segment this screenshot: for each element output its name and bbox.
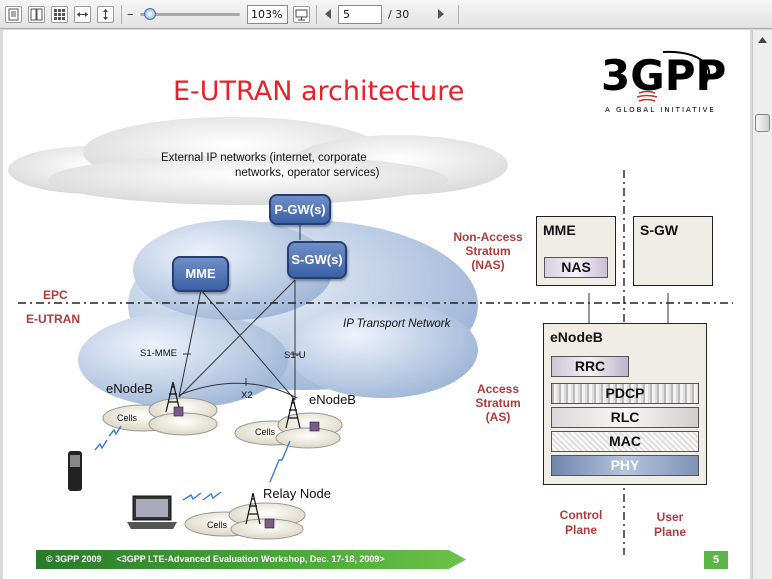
- toolbar-divider: [316, 5, 317, 24]
- sgw-stack-title: S-GW: [640, 222, 679, 238]
- antenna-tower-icon: [165, 381, 301, 525]
- svg-text:A GLOBAL INITIATIVE: A GLOBAL INITIATIVE: [605, 106, 716, 114]
- thumbnail-grid-icon[interactable]: [51, 6, 68, 23]
- page-number-field[interactable]: 5: [338, 5, 382, 24]
- sgw-stack-box: S-GW: [633, 216, 713, 286]
- svg-text:3GPP: 3GPP: [601, 51, 726, 100]
- copyright-text: © 3GPP 2009: [46, 554, 102, 564]
- slide-footer: © 3GPP 2009 <3GPP LTE-Advanced Evaluatio…: [36, 550, 466, 569]
- slide-page-number: 5: [704, 551, 728, 569]
- wireless-link-icon: [94, 425, 291, 501]
- enodeb-stack-title: eNodeB: [550, 329, 603, 345]
- two-page-view-icon[interactable]: [28, 6, 45, 23]
- vertical-scrollbar[interactable]: [752, 30, 772, 579]
- scroll-thumb[interactable]: [755, 114, 770, 132]
- phy-layer: PHY: [551, 455, 699, 476]
- mobile-phone-icon: [68, 451, 82, 491]
- rlc-layer: RLC: [551, 407, 699, 428]
- ip-transport-cloud: [78, 220, 478, 408]
- zoom-slider-handle[interactable]: [144, 8, 156, 20]
- zoom-out-icon[interactable]: –: [127, 7, 134, 22]
- scroll-up-icon[interactable]: [755, 32, 770, 46]
- s1-u-label: S1-U: [284, 350, 306, 361]
- ip-transport-label: IP Transport Network: [343, 318, 451, 330]
- external-network-text-line2: networks, operator services): [235, 167, 380, 179]
- interface-ticks: [183, 353, 300, 386]
- fit-width-icon[interactable]: [74, 6, 91, 23]
- network-links: [178, 225, 669, 401]
- single-page-view-icon[interactable]: [5, 6, 22, 23]
- document-page: 3GPP A GLOBAL INITIATIVE E-UTRAN archite…: [3, 30, 750, 579]
- sgw-node: S-GW(s): [287, 241, 347, 279]
- zoom-slider-track[interactable]: [140, 13, 240, 16]
- toolbar-divider: [121, 5, 122, 24]
- zoom-level-field[interactable]: 103%: [247, 5, 288, 24]
- mac-layer: MAC: [551, 431, 699, 452]
- pgw-node: P-GW(s): [269, 194, 331, 225]
- 3gpp-logo: 3GPP A GLOBAL INITIATIVE: [601, 50, 726, 114]
- fit-height-icon[interactable]: [97, 6, 114, 23]
- page-count: / 30: [388, 8, 410, 21]
- next-page-icon[interactable]: [438, 9, 444, 19]
- external-network-cloud: [8, 117, 508, 205]
- epc-label: EPC: [43, 288, 68, 302]
- viewer-toolbar: – 103% 5 / 30: [0, 0, 772, 29]
- laptop-icon: [127, 495, 177, 529]
- nas-layer: NAS: [544, 257, 608, 278]
- event-text: <3GPP LTE-Advanced Evaluation Workshop, …: [116, 554, 385, 564]
- base-station-unit-icon: [173, 406, 320, 529]
- s1-mme-label: S1-MME: [140, 348, 177, 359]
- enodeb-stack-box: eNodeB RRC PDCP RLC MAC PHY: [543, 323, 707, 485]
- cells-label: Cells: [117, 413, 138, 423]
- toolbar-divider: [458, 5, 459, 24]
- previous-page-icon[interactable]: [325, 9, 331, 19]
- cells-label: Cells: [207, 520, 228, 530]
- slide-title: E-UTRAN architecture: [173, 76, 465, 107]
- external-network-text-line1: External IP networks (internet, corporat…: [161, 152, 367, 164]
- slide-diagram: 3GPP A GLOBAL INITIATIVE: [8, 50, 733, 555]
- mme-stack-title: MME: [543, 222, 576, 238]
- mme-stack-box: MME NAS: [536, 216, 616, 286]
- x2-label: X2: [241, 390, 253, 401]
- enodeb-label-right: eNodeB: [309, 392, 356, 407]
- rrc-layer: RRC: [551, 356, 629, 377]
- mme-node: MME: [172, 256, 229, 292]
- pdcp-layer: PDCP: [551, 383, 699, 404]
- eutran-label: E-UTRAN: [26, 312, 80, 326]
- relay-node-label: Relay Node: [263, 486, 331, 501]
- cells-label: Cells: [255, 427, 276, 437]
- enodeb-label-left: eNodeB: [106, 381, 153, 396]
- presentation-mode-icon[interactable]: [293, 6, 310, 23]
